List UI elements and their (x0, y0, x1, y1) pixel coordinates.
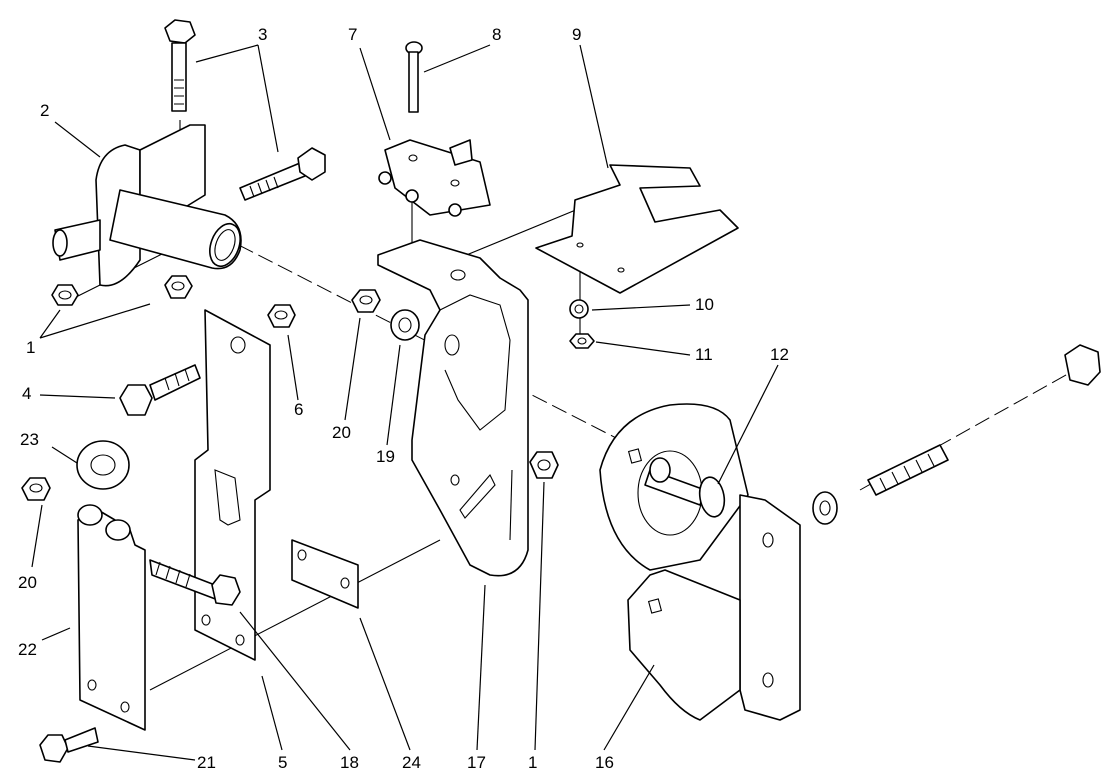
callout-4: 4 (22, 384, 31, 403)
callout-labels: 1 2 3 4 5 6 7 8 9 10 11 12 16 17 1 18 19… (18, 25, 789, 772)
callout-12: 12 (770, 345, 789, 364)
part-4-bolt (119, 364, 201, 416)
callout-1-right: 1 (528, 753, 537, 772)
part-20-nut-middle (351, 289, 381, 313)
callout-5: 5 (278, 753, 287, 772)
part-11-nut (569, 333, 595, 349)
callout-19: 19 (376, 447, 395, 466)
part-21-bolt (39, 727, 99, 763)
part-1-nut-right (529, 451, 559, 479)
part-12-pin (644, 457, 726, 518)
callout-7: 7 (348, 25, 357, 44)
part-9-plate (535, 164, 739, 294)
part-6-nut (267, 304, 296, 328)
part-3-bolts (164, 19, 326, 201)
callout-23: 23 (20, 430, 39, 449)
callout-9: 9 (572, 25, 581, 44)
part-10-lock-washer (569, 299, 589, 319)
part-17-main-bracket (377, 239, 529, 577)
callout-11: 11 (695, 345, 713, 364)
callout-3: 3 (258, 25, 267, 44)
callout-6: 6 (294, 400, 303, 419)
part-8-screw (405, 41, 423, 113)
callout-1: 1 (26, 338, 35, 357)
part-24-small-plate (291, 539, 359, 609)
callout-8: 8 (492, 25, 501, 44)
callout-21: 21 (197, 753, 216, 772)
part-19-washer (390, 309, 420, 341)
leader-lines (31, 44, 779, 761)
callout-10: 10 (695, 295, 714, 314)
callout-20-middle: 20 (332, 423, 351, 442)
callout-17: 17 (467, 753, 486, 772)
callout-22: 22 (18, 640, 37, 659)
callout-18: 18 (340, 753, 359, 772)
long-bolt (867, 344, 1101, 496)
part-22-plate (77, 504, 146, 731)
part-23-spacer (76, 440, 130, 490)
part-5-plate (194, 309, 271, 661)
part-20-nut-left (21, 477, 51, 501)
callout-24: 24 (402, 753, 421, 772)
washer-right (812, 491, 838, 525)
part-2-pivot-bracket (52, 124, 242, 287)
callout-16: 16 (595, 753, 614, 772)
part-7-switch (378, 139, 491, 250)
part-1-nuts-left (51, 275, 193, 306)
callout-2: 2 (40, 101, 49, 120)
callout-20-left: 20 (18, 573, 37, 592)
part-16-right-bracket (599, 403, 801, 721)
part-18-bolt (149, 559, 241, 606)
